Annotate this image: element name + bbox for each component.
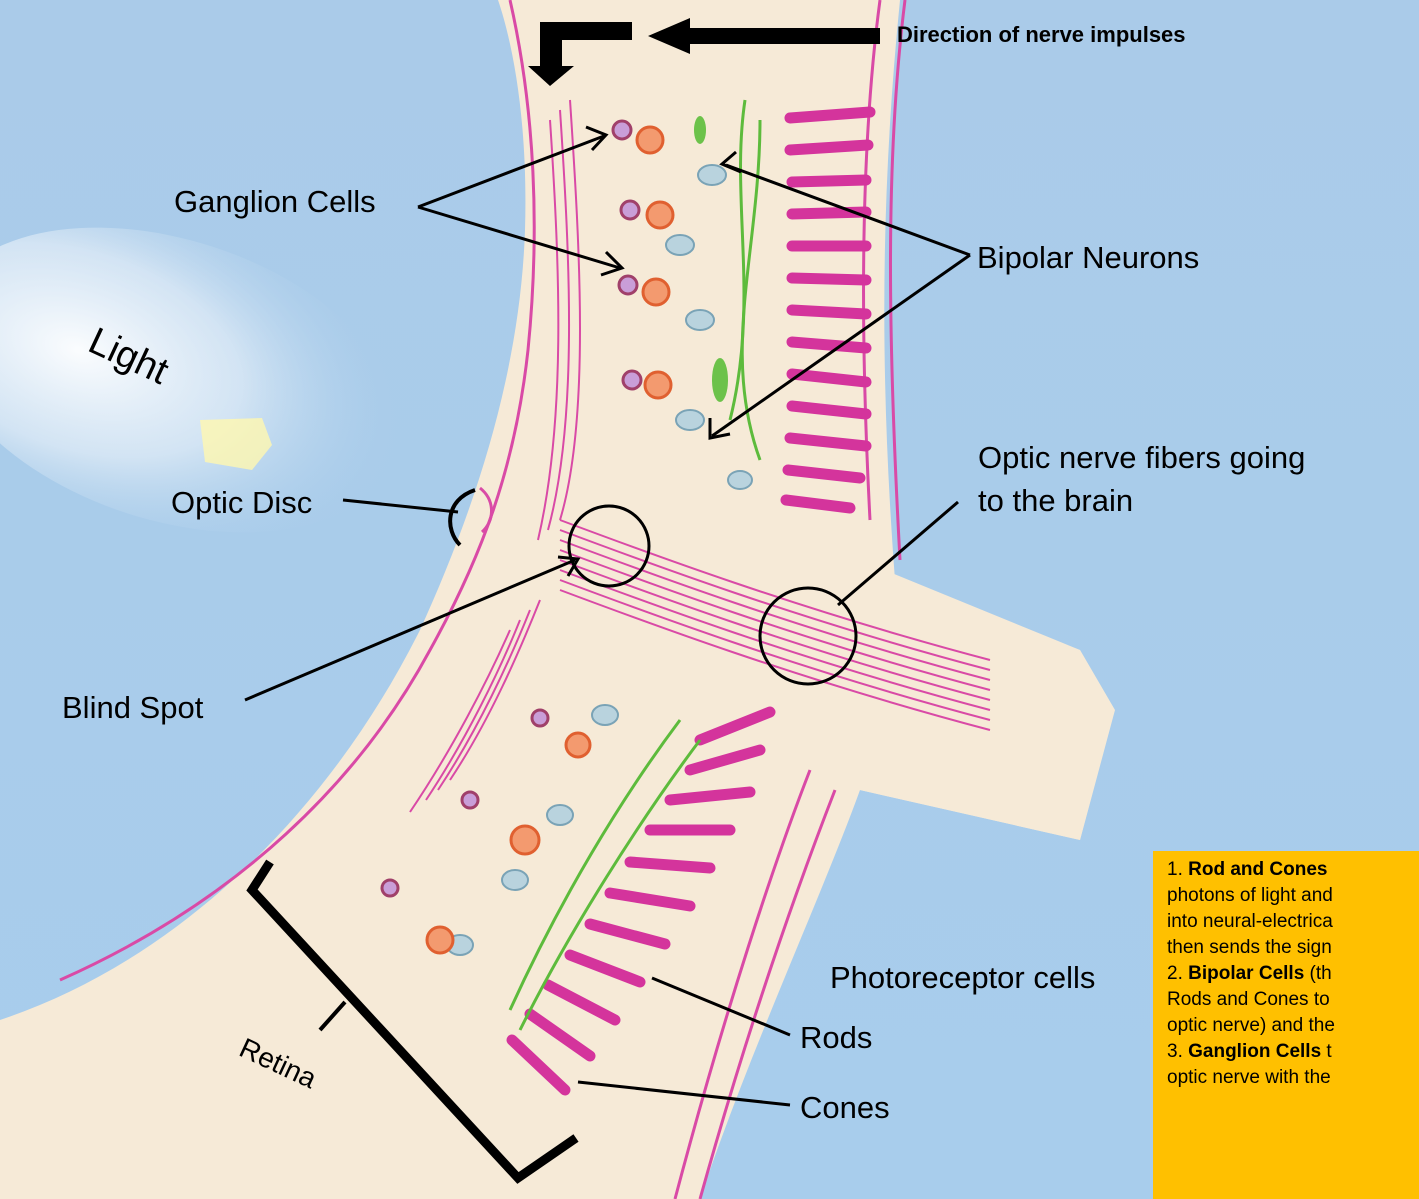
info-num-3: 3. [1167,1041,1188,1062]
rods-label: Rods [800,1020,872,1056]
info-line-6: Rods and Cones to [1167,987,1419,1013]
optic-disc-label: Optic Disc [171,485,312,521]
direction-label: Direction of nerve impulses [897,22,1186,48]
optic-nerve-label-line2: to the brain [978,483,1133,519]
info-line-7: optic nerve) and the [1167,1013,1419,1039]
info-bold-ganglion: Ganglion Cells [1188,1041,1321,1062]
bipolar-neurons-label: Bipolar Neurons [977,240,1199,276]
info-line-8: 3. Ganglion Cells t [1167,1039,1419,1065]
info-line-3: into neural-electrica [1167,909,1419,935]
info-line-9: optic nerve with the [1167,1065,1419,1091]
photoreceptor-cells-label: Photoreceptor cells [830,960,1095,996]
info-line-2: photons of light and [1167,883,1419,909]
blind-spot-label: Blind Spot [62,690,203,726]
info-num-1: 1. [1167,859,1188,880]
info-line-1: 1. Rod and Cones [1167,857,1419,883]
info-bold-bipolar: Bipolar Cells [1188,963,1304,984]
info-bold-rods-cones: Rod and Cones [1188,859,1327,880]
info-line-4: then sends the sign [1167,935,1419,961]
ganglion-cells-label: Ganglion Cells [174,184,376,220]
info-line-5: 2. Bipolar Cells (th [1167,961,1419,987]
optic-nerve-label-line1: Optic nerve fibers going [978,440,1305,476]
cones-label: Cones [800,1090,890,1126]
info-rest-2: (th [1304,963,1331,984]
info-box: 1. Rod and Cones photons of light and in… [1153,851,1419,1199]
info-num-2: 2. [1167,963,1188,984]
info-rest-3: t [1321,1041,1332,1062]
